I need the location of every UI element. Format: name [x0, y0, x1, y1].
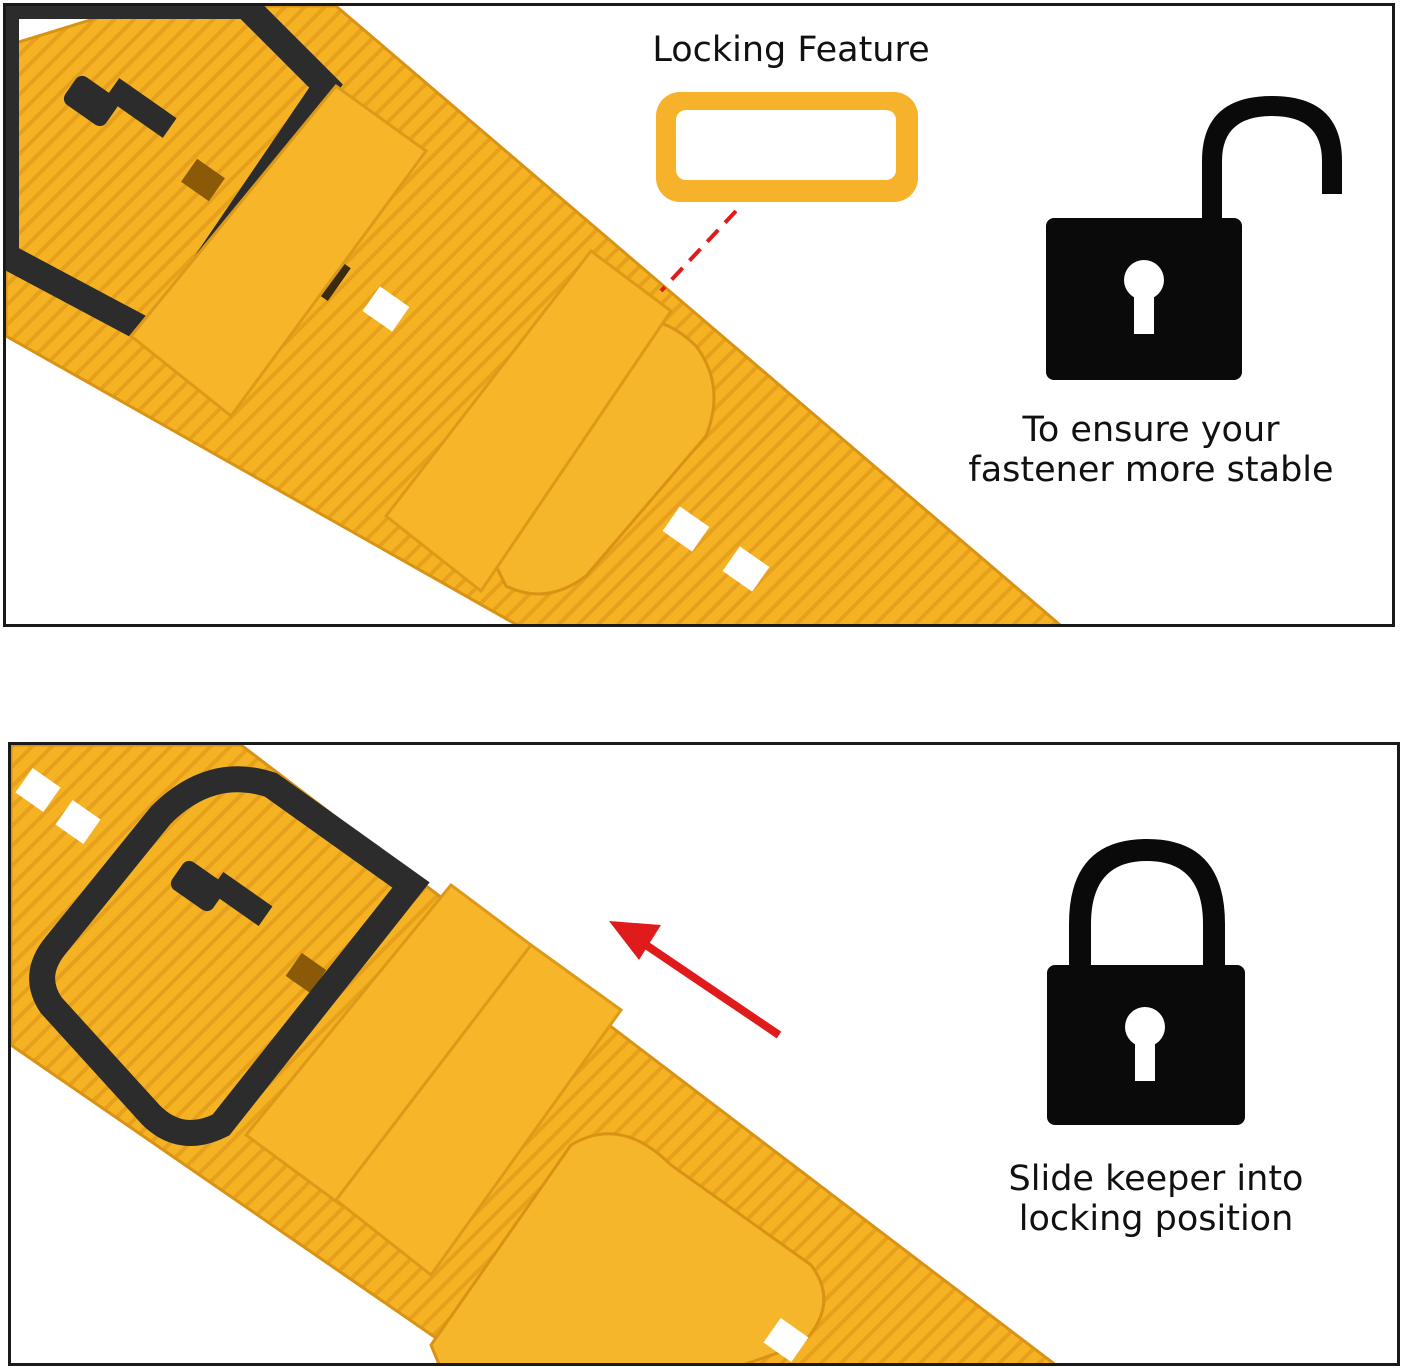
strap-illustration-bottom — [11, 745, 1056, 1363]
buckle — [29, 766, 430, 1146]
caption-top-line2: fastener more stable — [968, 450, 1334, 490]
caption-bottom-line2: locking position — [1018, 1199, 1294, 1239]
top-panel: Locking Feature To ensure your fastener … — [3, 3, 1395, 627]
locking-feature-title: Locking Feature — [652, 30, 930, 70]
caption-top: To ensure your fastener more stable — [936, 410, 1366, 490]
strap-keeper-sliding — [333, 942, 624, 1278]
strap-tail — [429, 1132, 826, 1363]
caption-bottom-line1: Slide keeper into — [1008, 1159, 1304, 1199]
unlocked-padlock-icon — [1046, 96, 1342, 380]
strap-illustration-top — [6, 6, 1062, 624]
caption-top-line1: To ensure your — [1022, 410, 1280, 450]
strap-holes — [15, 767, 809, 1363]
keeper-loop-icon — [656, 92, 918, 202]
red-arrow-icon — [609, 921, 782, 1039]
dashed-connector — [659, 209, 738, 293]
caption-bottom: Slide keeper into locking position — [941, 1159, 1371, 1239]
strap-keeper-fixed — [128, 83, 429, 419]
bottom-panel: Slide keeper into locking position — [8, 742, 1400, 1366]
locked-padlock-icon — [1047, 839, 1245, 1125]
strap-keeper-sliding — [383, 248, 674, 594]
